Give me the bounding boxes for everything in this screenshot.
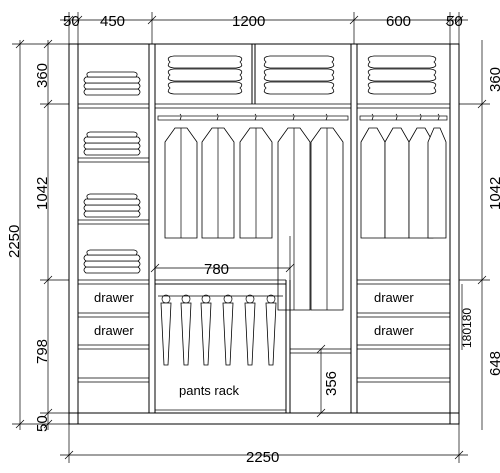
coat-5 [310, 113, 344, 311]
shirt-r2 [384, 113, 410, 239]
dim-top-side-left: 50 [63, 13, 80, 30]
shirt-r1 [360, 113, 386, 239]
dim-right-1042: 1042 [487, 177, 500, 210]
dim-inner-356: 356 [323, 371, 340, 396]
shirt-1 [164, 113, 198, 239]
center-lower-shelf [290, 348, 351, 354]
dim-left-50: 50 [34, 415, 51, 432]
right-dimension-lines [459, 40, 490, 430]
drawer-label-right-2: drawer [374, 323, 414, 338]
pants-rack-section [154, 279, 291, 413]
pants-3 [200, 294, 212, 366]
pillows-right [367, 55, 437, 95]
dim-top-side-right: 50 [446, 13, 463, 30]
top-dimension-line [60, 12, 468, 44]
folded-clothes-left [83, 71, 141, 274]
folded-stack-1 [83, 71, 141, 96]
pillows-center-left [167, 55, 243, 95]
drawer-label-left-2: drawer [94, 323, 134, 338]
dim-left-798: 798 [34, 339, 51, 364]
shirt-2 [201, 113, 235, 239]
drawer-label-left-1: drawer [94, 290, 134, 305]
dim-bottom-2250: 2250 [246, 449, 279, 466]
dim-left-2250: 2250 [6, 225, 23, 258]
dim-right-180: 180180 [460, 308, 474, 348]
dim-inner-780: 780 [204, 261, 229, 278]
pants-4 [222, 294, 234, 366]
dim-right-648: 648 [487, 351, 500, 376]
coat-4 [277, 113, 311, 311]
hanging-rods [157, 115, 448, 121]
left-column-shelves [78, 103, 149, 383]
pillow-stacks [167, 55, 437, 95]
pants-hangers [160, 294, 277, 366]
shirt-r4 [427, 113, 447, 239]
bottom-dimension-line [60, 424, 468, 463]
pants-6 [265, 294, 277, 366]
pillows-center-right [263, 55, 335, 95]
top-compartments [155, 103, 450, 109]
pants-2 [180, 294, 192, 366]
folded-stack-3 [83, 193, 141, 218]
dim-top-450: 450 [100, 13, 125, 30]
inner-dimension-780 [150, 236, 295, 284]
right-column-shelves [357, 279, 450, 383]
dim-left-1042: 1042 [34, 177, 51, 210]
pants-rack-label: pants rack [179, 383, 239, 398]
dim-left-360: 360 [34, 63, 51, 88]
dim-right-360: 360 [487, 67, 500, 92]
dim-top-1200: 1200 [232, 13, 265, 30]
drawer-label-right-1: drawer [374, 290, 414, 305]
folded-stack-2 [83, 131, 141, 156]
shirt-3 [239, 113, 273, 239]
folded-stack-4 [83, 249, 141, 274]
hanging-shirts-right [360, 113, 447, 239]
inner-dimension-356 [316, 344, 326, 418]
pants-5 [244, 294, 256, 366]
hanging-shirts-center [164, 113, 344, 311]
dim-top-600: 600 [386, 13, 411, 30]
left-dimension-lines [12, 39, 69, 430]
pants-1 [160, 294, 172, 366]
